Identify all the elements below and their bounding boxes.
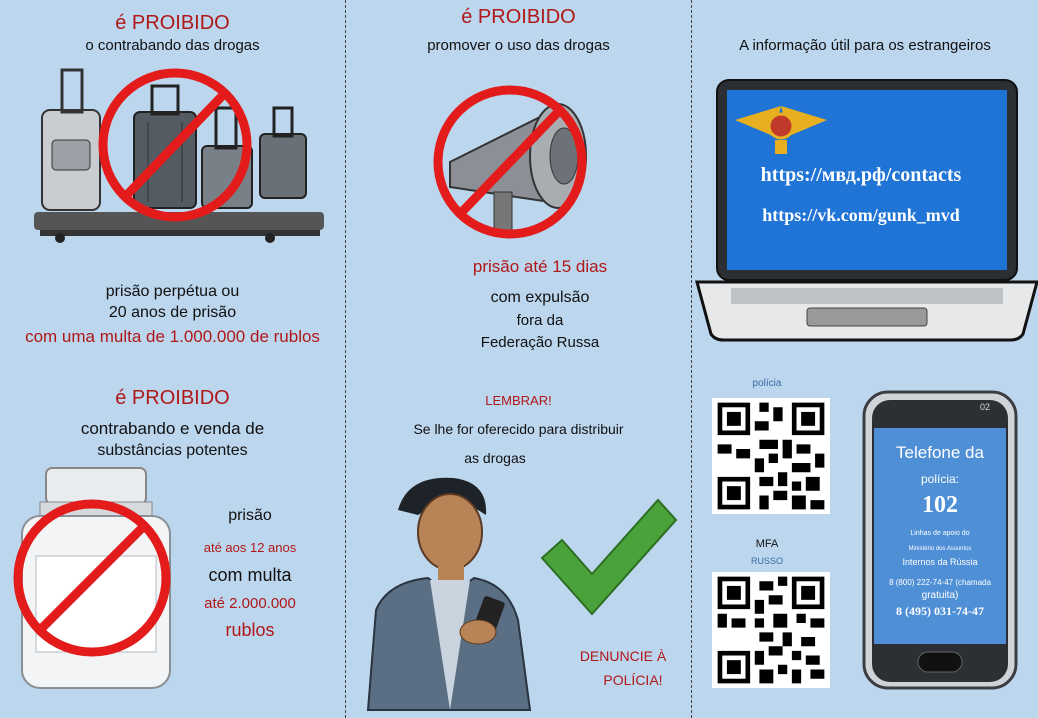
col1-bottom-subtitle-1: contrabando e venda de <box>80 419 265 438</box>
col1-bottom-subtitle-2: substâncias potentes <box>97 442 248 459</box>
qr2-label-1: MFA <box>755 538 779 550</box>
col2-report-line2: POLÍCIA! <box>603 672 663 688</box>
smartphone-icon <box>862 390 1018 690</box>
col1-penalty-line2: 20 anos de prisão <box>108 304 237 321</box>
qr2-label-2: RUSSO <box>750 556 783 566</box>
col1-pen2-line5: rublos <box>225 620 275 640</box>
col3-heading: A informação útil para os estrangeiros <box>739 37 991 54</box>
col1-penalty-line1: prisão perpétua ou <box>105 283 240 300</box>
emblem-icon <box>735 106 827 154</box>
column-divider-2 <box>691 0 692 718</box>
col1-bottom-heading: é PROIBIDO <box>115 387 230 409</box>
col1-penalty-line3: com uma multa de 1.000.000 de rublos <box>25 327 320 346</box>
col1-top-heading: é PROIBIDO <box>115 12 230 34</box>
phone-line-3: Internos da Rússia <box>902 557 978 567</box>
col2-top-heading: é PROIBIDO <box>461 6 576 28</box>
col1-pen2-line2: até aos 12 anos <box>203 540 297 555</box>
col2-remember: LEMBRAR! <box>485 393 552 408</box>
col1-top-subtitle: o contrabando das drogas <box>85 37 260 54</box>
qr-code-pattern <box>713 398 829 514</box>
laptop-url-2[interactable]: https://vk.com/gunk_mvd <box>762 205 960 225</box>
prohibition-icon <box>13 499 171 657</box>
qr1-label: polícia <box>752 378 782 389</box>
col2-penalty-line2: com expulsão <box>490 289 590 306</box>
phone-line-1: Linhas de apoio do <box>910 530 970 537</box>
col1-pen2-line3: com multa <box>208 565 292 585</box>
col2-penalty-line4: Federação Russa <box>480 334 600 351</box>
col2-penalty-line3: fora da <box>516 312 564 329</box>
col2-report-line1: DENUNCIE À <box>579 648 667 664</box>
col2-top-subtitle: promover o uso das drogas <box>427 37 610 54</box>
phone-status-bar: 02 <box>979 402 990 412</box>
phone-number[interactable]: 102 <box>922 492 958 518</box>
qr-code-icon[interactable] <box>712 572 830 688</box>
phone-title-2: polícia: <box>920 472 960 486</box>
person-with-phone-icon <box>366 477 532 711</box>
phone-line-5: gratuita) <box>921 590 959 601</box>
col1-pen2-line4: até 2.000.000 <box>204 595 296 612</box>
qr-code-icon[interactable] <box>712 398 830 514</box>
col2-offer-line1: Se lhe for oferecido para distribuir <box>413 421 624 437</box>
checkmark-icon <box>540 498 678 616</box>
col2-penalty-line1: prisão até 15 dias <box>472 257 608 276</box>
prohibition-icon <box>433 85 587 239</box>
prohibition-icon <box>98 68 252 222</box>
phone-line-4: 8 (800) 222-74-47 (chamada <box>889 578 991 587</box>
phone-line-2: Ministério dos Assuntos <box>908 546 972 552</box>
qr-code-pattern <box>713 572 829 688</box>
laptop-url-1[interactable]: https://мвд.рф/contacts <box>760 164 962 186</box>
column-divider-1 <box>345 0 346 718</box>
col2-offer-line2: as drogas <box>464 450 526 466</box>
col1-pen2-line1: prisão <box>228 507 272 524</box>
phone-title-1: Telefone da <box>896 443 984 462</box>
phone-line-6[interactable]: 8 (495) 031-74-47 <box>896 604 984 618</box>
